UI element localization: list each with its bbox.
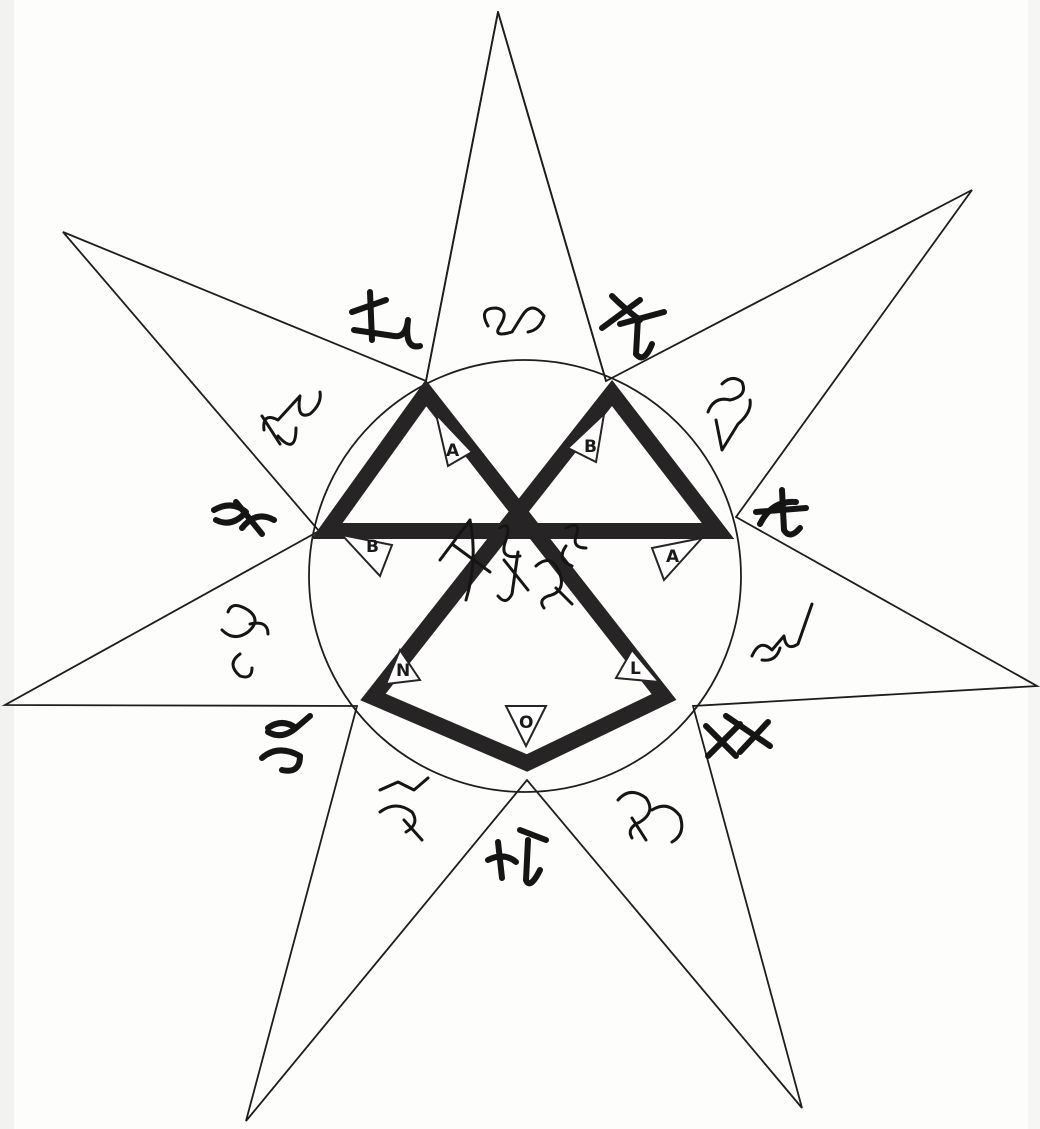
glyph-top-left [352, 292, 420, 346]
glyph-bottom-left [380, 778, 428, 840]
glyph-lower-left [262, 716, 310, 771]
letter-o-bottom: O [519, 713, 533, 733]
letter-n-lower-left: N [396, 661, 410, 681]
glyph-right-lower [752, 604, 812, 660]
glyph-left-lower [222, 605, 268, 677]
glyph-left [214, 502, 274, 534]
letter-b-upper-right: B [584, 437, 597, 457]
glyph-right-upper [708, 378, 750, 450]
letter-l-lower-right: L [630, 659, 641, 679]
glyph-top [484, 308, 544, 334]
glyph-lower-right [706, 716, 770, 756]
glyph-upper-right [602, 296, 664, 357]
glyph-bottom [488, 830, 546, 883]
glyph-right [756, 490, 806, 535]
outer-star [5, 12, 1037, 1121]
star-outline [5, 12, 1037, 1121]
letter-a-right: A [666, 547, 680, 567]
glyph-bottom-right [618, 792, 682, 842]
letter-b-left: B [366, 537, 379, 557]
letter-a-upper-left: A [446, 441, 460, 461]
glyph-left-upper [262, 392, 320, 444]
